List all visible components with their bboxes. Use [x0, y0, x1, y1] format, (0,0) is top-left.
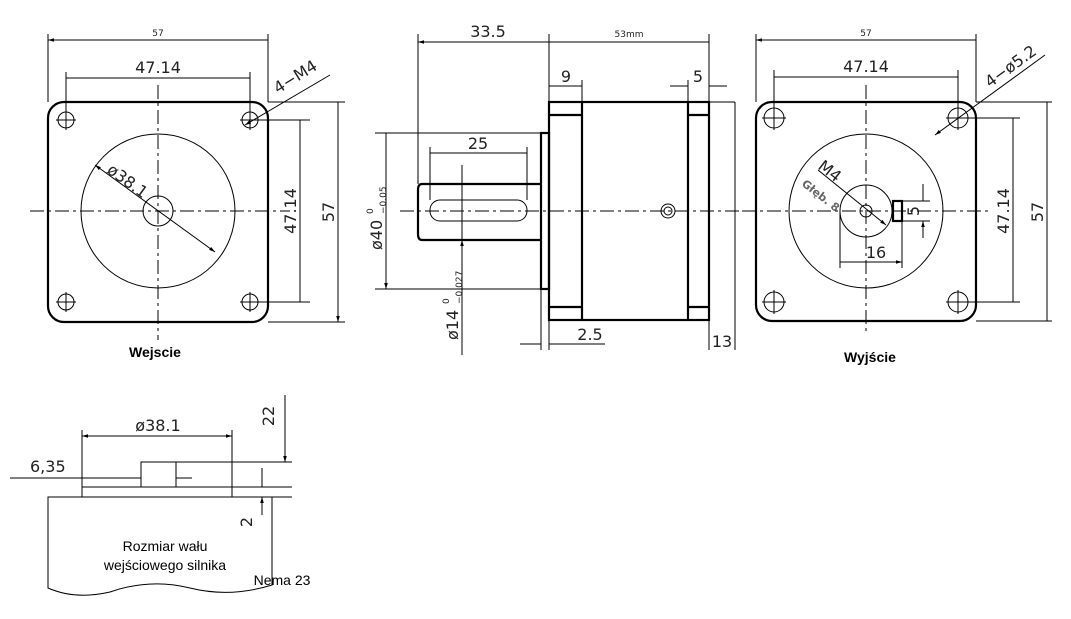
dim-shaft-length: 22: [259, 406, 278, 426]
dim-pilot-depth: 2.5: [577, 325, 602, 344]
dim-height: 57: [319, 202, 338, 222]
dim-body-length: 53mm: [615, 30, 644, 40]
dim-key-length: 25: [468, 134, 488, 153]
dim-hole-spacing: 47.14: [843, 57, 889, 76]
dim-shaft-length: 33.5: [470, 22, 506, 41]
dim-width: 57: [152, 29, 163, 39]
svg-text:−0.05: −0.05: [379, 186, 389, 214]
pilot: [539, 131, 551, 291]
input-view: 57 47.14 47.14 57 ø38.1 4−M4 Wejscie: [30, 29, 345, 360]
dim-flange-output: 5: [693, 67, 703, 86]
output-shaft: [416, 182, 541, 242]
dim-height: 57: [1028, 202, 1047, 222]
dim-boss-diameter: 16: [866, 243, 886, 262]
svg-text:0: 0: [442, 298, 452, 304]
dim-hole-spacing-vertical: 47.14: [994, 188, 1013, 234]
dim-thread: M4: [815, 156, 846, 186]
motor-shaft: [140, 461, 177, 488]
motor-shaft-detail: ø38.1 6,35 22 2 Rozmiar wału wejściowego…: [10, 395, 311, 596]
dim-shaft-diameter: 6,35: [30, 457, 66, 476]
motor-label: Nema 23: [254, 572, 311, 588]
svg-text:ø40: ø40: [367, 220, 386, 250]
side-view: 33.5 53mm 9 5 25 ø40 0 −0.05 ø14 0 −0.02…: [366, 22, 750, 355]
dim-pilot-diameter: ø38.1: [135, 416, 180, 435]
dim-pilot-diameter: ø40 0 −0.05: [366, 186, 389, 250]
svg-text:0: 0: [366, 208, 376, 214]
dim-pilot-height: 2: [237, 517, 256, 527]
dim-flange-input: 9: [561, 67, 571, 86]
motor-body: [47, 496, 273, 596]
dim-shaft-diameter: ø14 0 −0.027: [442, 271, 465, 340]
dim-key-width: 5: [904, 206, 923, 216]
output-view-title: Wyjście: [844, 349, 896, 365]
dim-hole-spacing-vertical: 47.14: [281, 188, 300, 234]
svg-text:ø14: ø14: [443, 310, 462, 340]
dim-width: 57: [860, 29, 871, 39]
dim-hole-spacing: 47.14: [135, 58, 181, 77]
dim-holes: 4−M4: [270, 56, 320, 97]
motor-pilot: [81, 486, 233, 498]
dim-rear-offset: 13: [712, 332, 732, 351]
output-view: 57 47.14 47.14 57 5 16 M4 Głęb. 8 4−ø5.2…: [742, 29, 1052, 365]
caption-line2: wejściowego silnika: [103, 557, 226, 573]
dim-holes: 4−ø5.2: [981, 41, 1040, 91]
dim-pilot-diameter: ø38.1: [104, 160, 152, 202]
input-view-title: Wejscie: [129, 344, 181, 360]
svg-text:−0.027: −0.027: [455, 271, 465, 304]
caption-line1: Rozmiar wału: [123, 538, 208, 554]
